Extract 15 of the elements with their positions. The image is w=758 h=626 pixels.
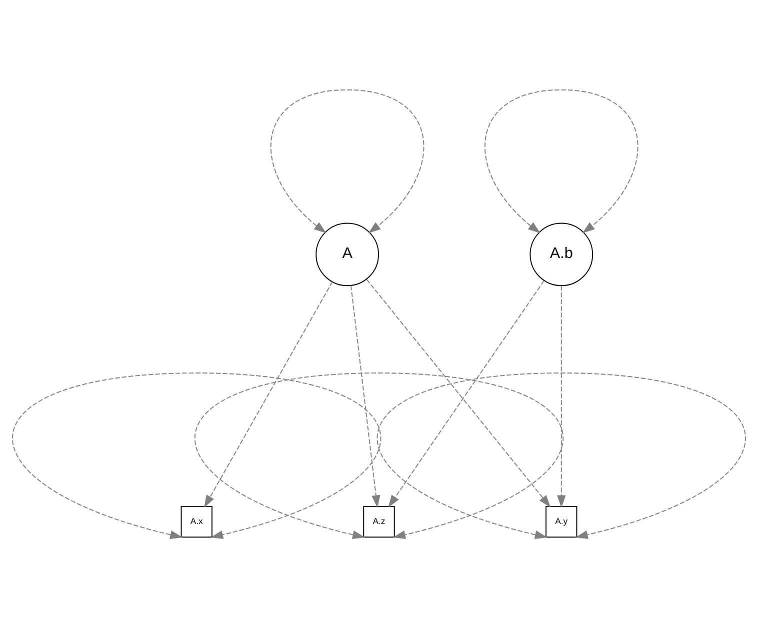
arrow — [557, 284, 566, 508]
arrow — [366, 278, 551, 508]
node-circle: A.b — [530, 222, 594, 286]
arrow — [270, 88, 424, 233]
arrow — [484, 88, 638, 233]
node-circle: A — [316, 222, 379, 286]
arrow — [204, 280, 333, 508]
node-box: A.x — [180, 505, 212, 538]
arrow — [12, 372, 382, 538]
arrow — [350, 284, 380, 508]
arrow — [194, 372, 564, 538]
arrow — [388, 280, 544, 507]
node-box: A.z — [363, 505, 395, 538]
arrow — [376, 372, 746, 538]
node-box: A.y — [546, 505, 578, 538]
